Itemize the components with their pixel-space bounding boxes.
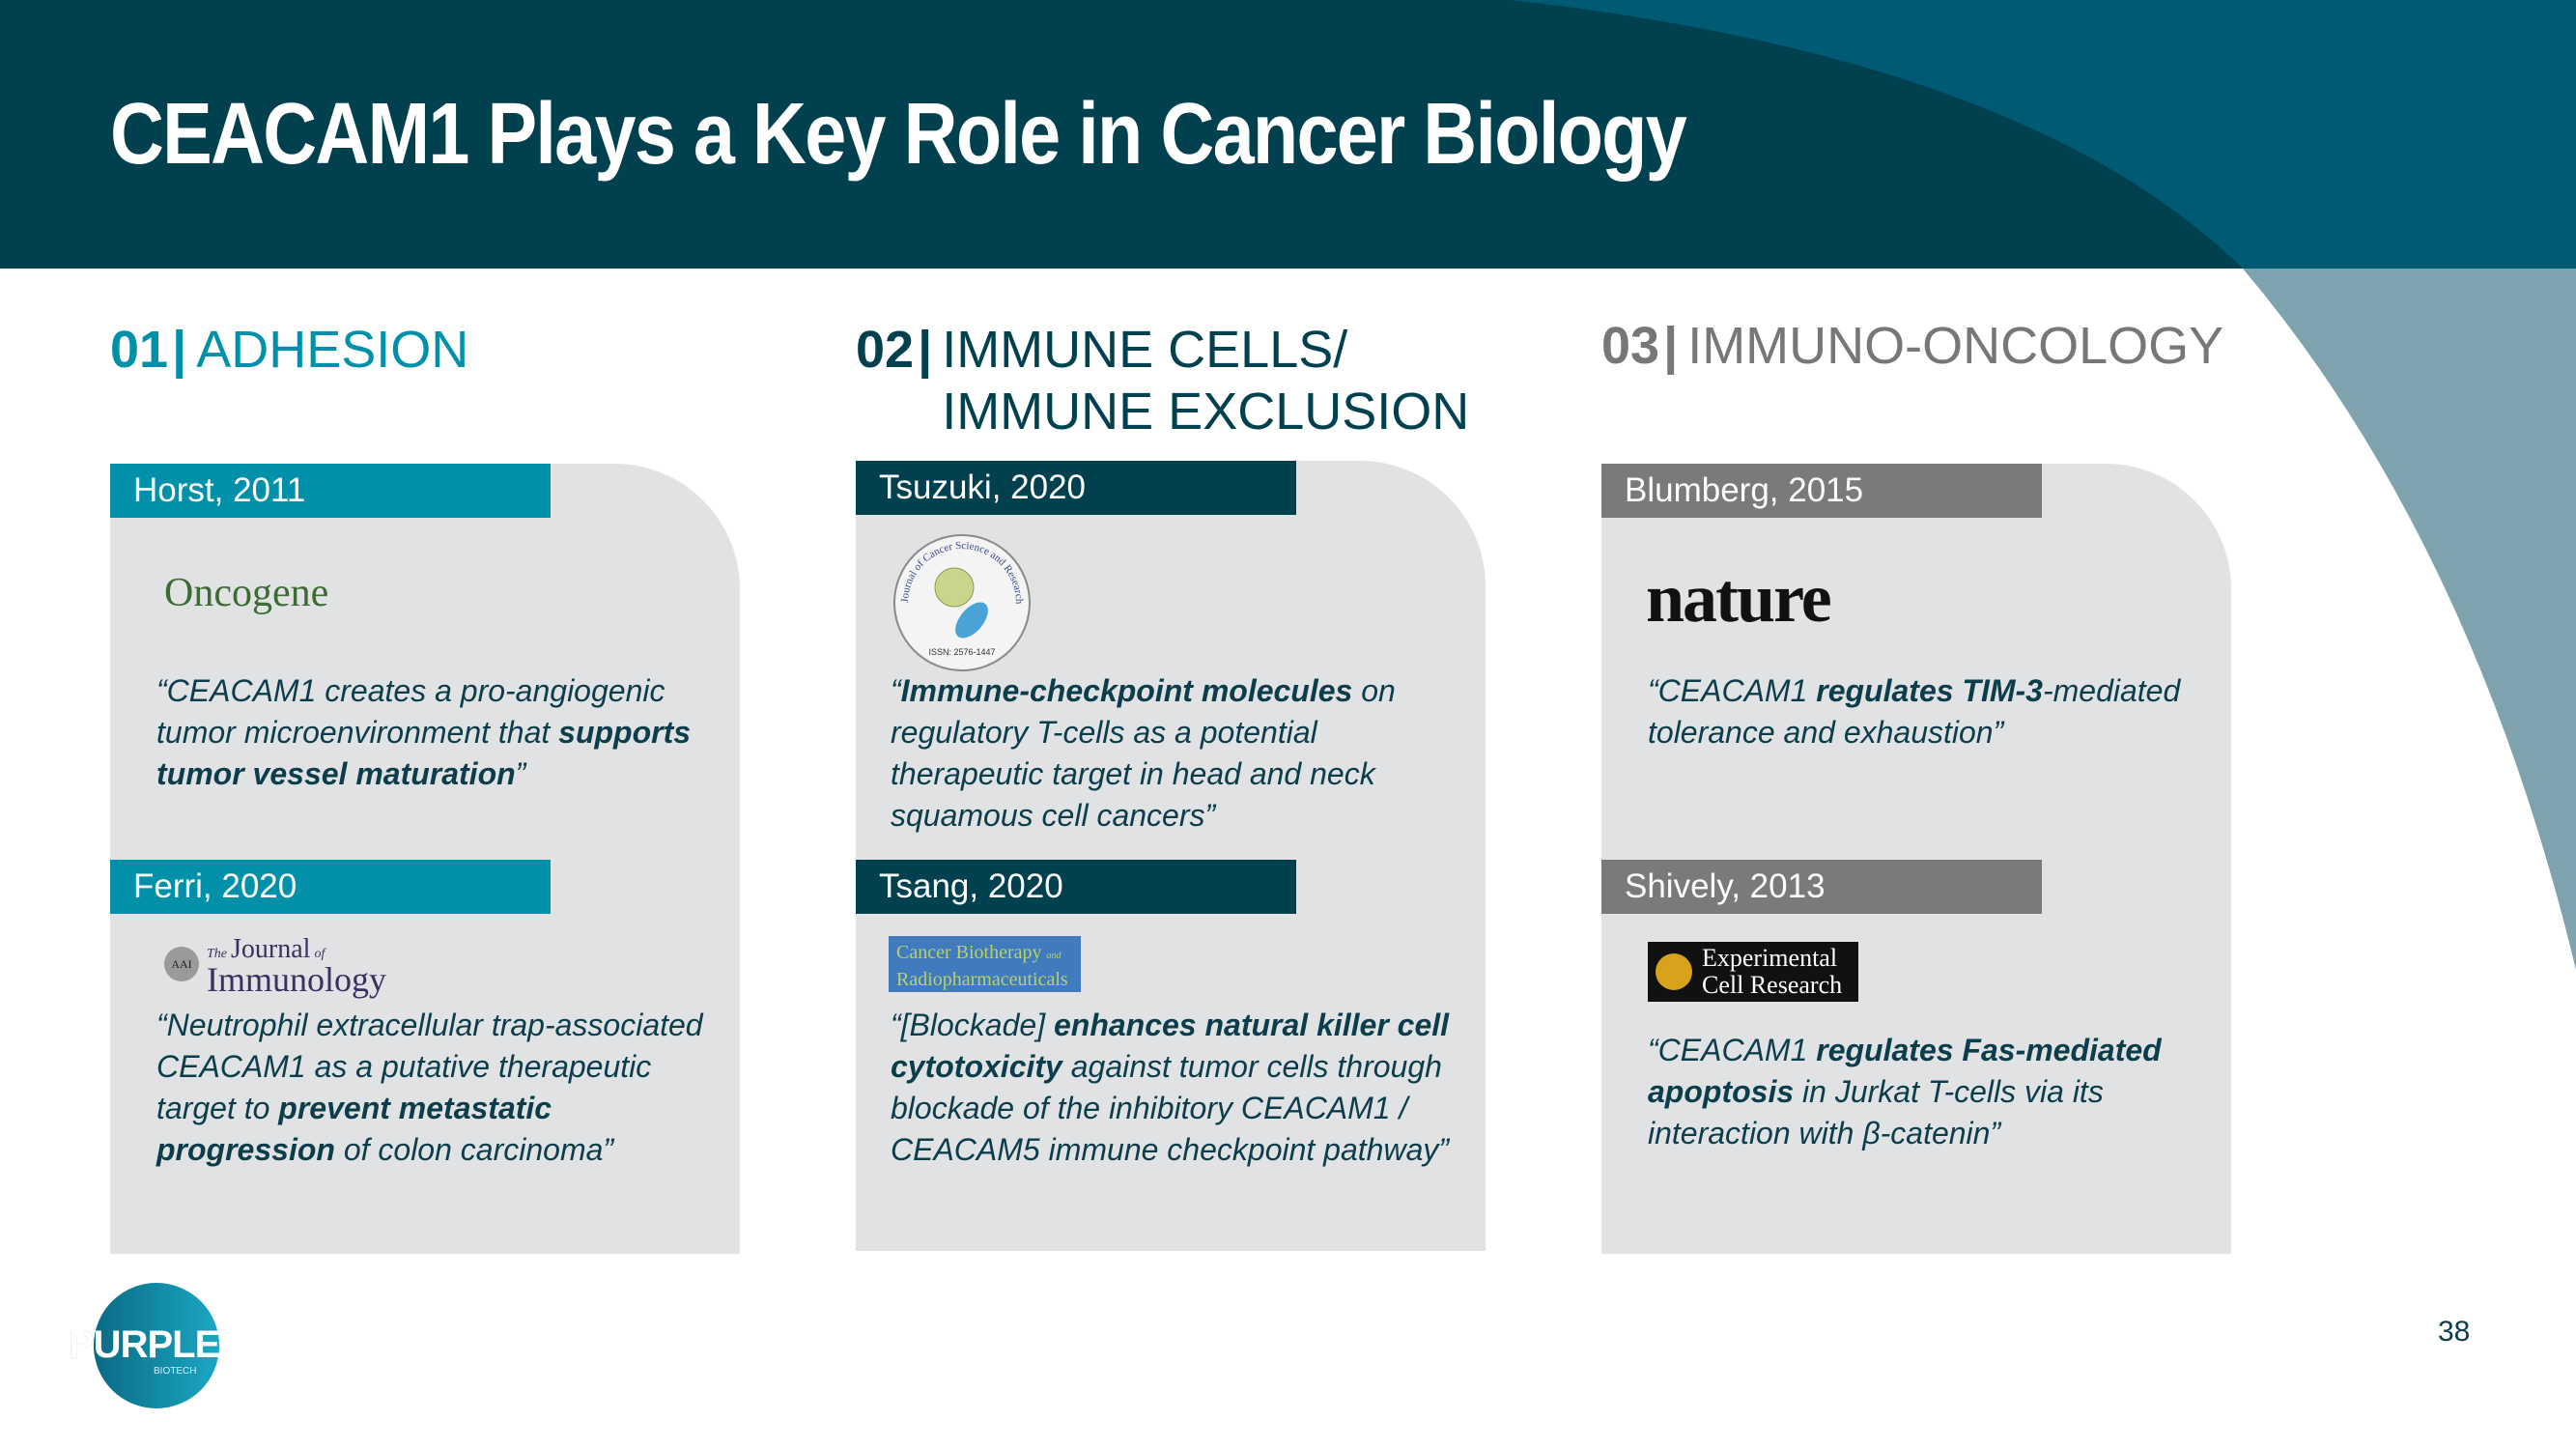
reference-label: Ferri, 2020 [110,860,551,914]
quote-text: “Neutrophil extracellular trap-associate… [156,1008,703,1125]
reference-label: Blumberg, 2015 [1601,464,2042,518]
card-immuno-oncology: Blumberg, 2015 nature “CEACAM1 regulates… [1601,464,2231,1254]
quote: “[Blockade] enhances natural killer cell… [891,1005,1451,1171]
quote: “CEACAM1 creates a pro-angiogenic tumor … [156,670,717,795]
side-band [2243,269,2576,970]
quote-text: of colon carcinoma” [334,1132,614,1167]
quote: “CEACAM1 regulates Fas-mediated apoptosi… [1648,1030,2208,1154]
aai-badge-icon: AAI [164,947,199,981]
quote-emphasis: Immune-checkpoint molecules [900,673,1353,708]
purple-biotech-logo: PURPLE BIOTECH [69,1283,233,1408]
logo-circle [94,1283,219,1408]
journal-of-cancer-science-logo: Journal of Cancer Science and Research I… [893,534,1031,671]
quote-emphasis: regulates Fas-mediated apoptosis [1648,1033,2162,1109]
quote-emphasis: regulates TIM-3 [1816,673,2043,708]
nature-logo: nature [1646,559,1832,637]
quote-emphasis: supports tumor vessel maturation [156,715,692,791]
reference-label: Shively, 2013 [1601,860,2042,914]
card-immune-cells: Tsuzuki, 2020 Journal of Cancer Science … [856,461,1486,1251]
oncogene-logo: Oncogene [164,571,329,615]
card-adhesion: Horst, 2011 Oncogene “CEACAM1 creates a … [110,464,740,1254]
quote-text: on regulatory T-cells as a potential the… [891,673,1396,833]
reference-label: Horst, 2011 [110,464,551,518]
reference-label: Tsang, 2020 [856,860,1296,914]
quote-text: “[Blockade] [891,1008,1054,1042]
quote-emphasis: prevent metastatic progression [156,1091,552,1167]
quote-text: in Jurkat T-cells via its interaction wi… [1648,1074,2104,1151]
column-heading-immune-cells: 02|IMMUNE CELLS/IMMUNE EXCLUSION [856,321,1470,440]
quote-text: “ [891,673,901,708]
page-title: CEACAM1 Plays a Key Role in Cancer Biolo… [110,86,1687,183]
header-curve [1512,0,2576,269]
page-number: 38 [2438,1316,2471,1348]
quote: “Neutrophil extracellular trap-associate… [156,1005,717,1171]
quote-text: ” [515,756,526,791]
quote-emphasis: enhances natural killer cell cytotoxicit… [891,1008,1450,1084]
quote-text: “CEACAM1 [1648,673,1817,708]
quote-text: against tumor cells through blockade of … [891,1049,1450,1167]
quote-text: “CEACAM1 [1648,1033,1817,1067]
column-heading-immuno-oncology: 03|IMMUNO-ONCOLOGY [1601,317,2224,375]
cancer-biotherapy-logo: Cancer Biotherapy and Radiopharmaceutica… [889,936,1081,992]
elsevier-emblem-icon [1656,953,1692,990]
svg-text:ISSN: 2576-1447: ISSN: 2576-1447 [928,647,995,657]
quote-text: “CEACAM1 creates a pro-angiogenic tumor … [156,673,665,750]
quote: “Immune-checkpoint molecules on regulato… [891,670,1451,837]
journal-of-immunology-logo: AAI The Journal of Immunology [164,936,386,1000]
quote: “CEACAM1 regulates TIM-3-mediated tolera… [1648,670,2208,753]
column-heading-adhesion: 01|ADHESION [110,321,469,379]
experimental-cell-research-logo: Experimental Cell Research [1648,942,1858,1002]
reference-label: Tsuzuki, 2020 [856,461,1296,515]
quote-text: -mediated tolerance and exhaustion” [1648,673,2181,750]
